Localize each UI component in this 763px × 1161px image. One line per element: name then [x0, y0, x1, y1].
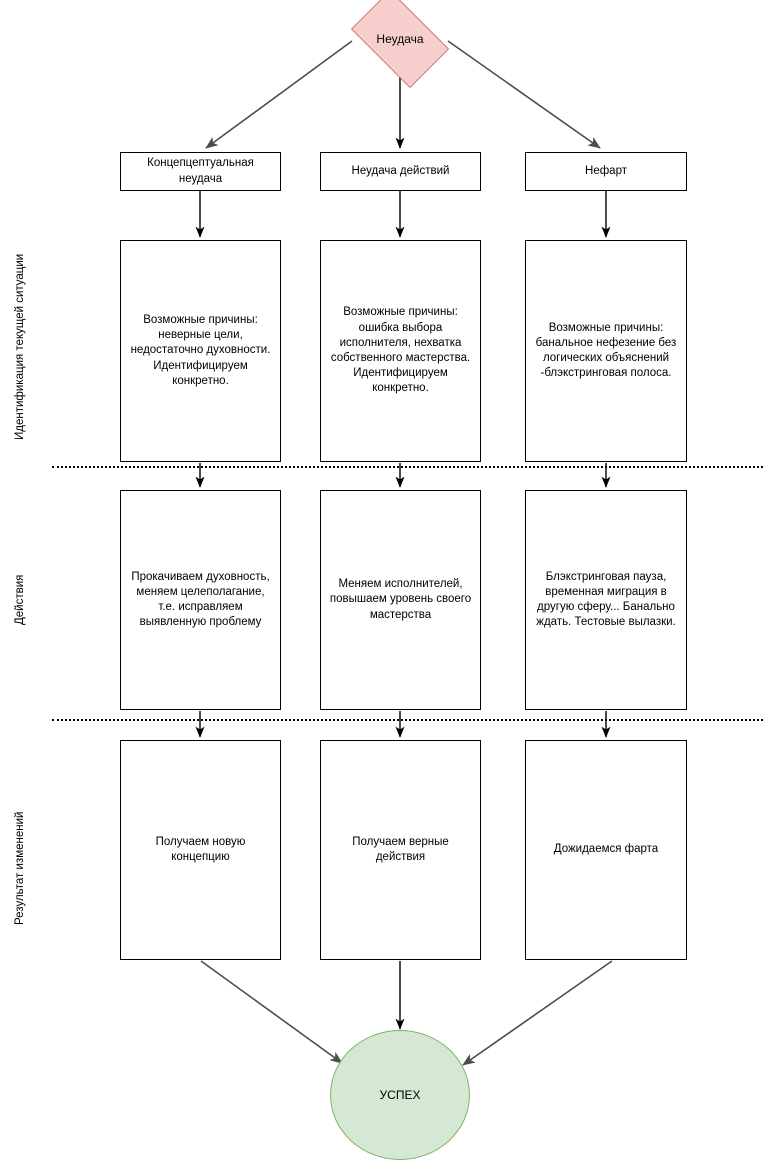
col1-cause-box[interactable]: Возможные причины: неверные цели, недост…: [120, 240, 281, 462]
col3-action-box[interactable]: Блэкстринговая пауза, временная миграция…: [525, 490, 687, 710]
divider-actions-results: [52, 719, 763, 721]
col2-cause-label: Возможные причины: ошибка выбора исполни…: [330, 306, 471, 395]
col2-result-box[interactable]: Получаем верные действия: [320, 740, 481, 960]
col1-result-label: Получаем новую концепцию: [155, 835, 246, 863]
edge-col1-result-to-success: [200, 960, 343, 1064]
edge-root-to-col1: [205, 40, 353, 149]
col1-header-label: Концепцептуальная неудача: [147, 157, 254, 185]
col2-result-label: Получаем верные действия: [352, 835, 449, 863]
col1-action-box[interactable]: Прокачиваем духовность, меняем целеполаг…: [120, 490, 281, 710]
divider-identification-actions: [52, 466, 763, 468]
success-node[interactable]: УСПЕХ: [330, 1030, 470, 1160]
col2-header-box[interactable]: Неудача действий: [320, 152, 481, 191]
col3-cause-box[interactable]: Возможные причины: банальное нефезение б…: [525, 240, 687, 462]
col3-result-box[interactable]: Дожидаемся фарта: [525, 740, 687, 960]
success-node-label: УСПЕХ: [379, 1088, 421, 1102]
col2-cause-box[interactable]: Возможные причины: ошибка выбора исполни…: [320, 240, 481, 462]
root-node-neudacha[interactable]: Неудача: [341, 0, 459, 88]
col3-result-label: Дожидаемся фарта: [553, 843, 659, 856]
col2-header-label: Неудача действий: [351, 164, 450, 177]
col1-result-box[interactable]: Получаем новую концепцию: [120, 740, 281, 960]
col3-cause-label: Возможные причины: банальное нефезение б…: [535, 321, 677, 380]
col1-cause-label: Возможные причины: неверные цели, недост…: [130, 314, 271, 387]
col3-header-box[interactable]: Нефарт: [525, 152, 687, 191]
swimlane-label-actions: Действия: [14, 574, 26, 625]
swimlane-label-identification: Идентификация текущей ситуации: [14, 253, 26, 440]
edge-col3-result-to-success: [462, 960, 613, 1066]
col1-header-box[interactable]: Концепцептуальная неудача: [120, 152, 281, 191]
col3-header-label: Нефарт: [585, 164, 627, 177]
col1-action-label: Прокачиваем духовность, меняем целеполаг…: [131, 570, 270, 629]
col2-action-label: Меняем исполнителей, повышаем уровень св…: [329, 578, 472, 621]
col2-action-box[interactable]: Меняем исполнителей, повышаем уровень св…: [320, 490, 481, 710]
swimlane-label-results: Результат изменений: [14, 811, 26, 925]
root-node-label: Неудача: [376, 32, 424, 46]
edge-root-to-col3: [447, 40, 601, 149]
col3-action-label: Блэкстринговая пауза, временная миграция…: [536, 570, 676, 629]
